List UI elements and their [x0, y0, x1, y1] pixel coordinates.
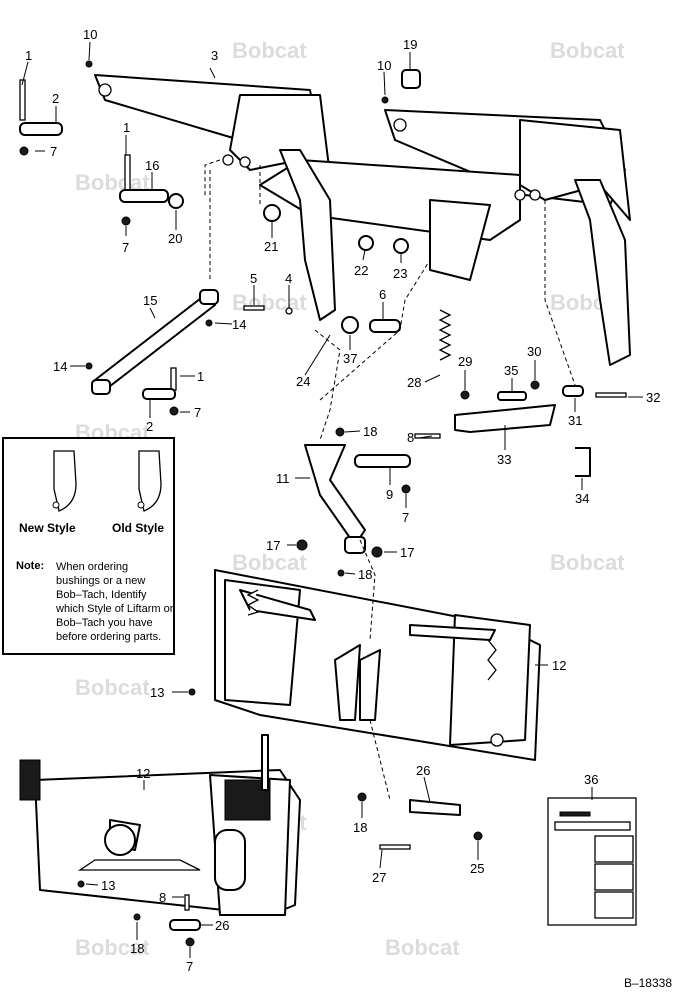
callout: 2 [146, 419, 153, 434]
callout: 19 [403, 37, 417, 52]
callout: 3 [211, 48, 218, 63]
instruction-decal [547, 797, 637, 926]
callout: 7 [122, 240, 129, 255]
callout: 4 [285, 271, 292, 286]
old-style-bushing-illustration [137, 450, 162, 512]
new-style-bushing-illustration [52, 450, 77, 512]
callout: 37 [343, 351, 357, 366]
callout: 26 [416, 763, 430, 778]
callout: 7 [194, 405, 201, 420]
callout: 15 [143, 293, 157, 308]
watermark-text: Bobcat [232, 550, 307, 575]
callout: 14 [53, 359, 67, 374]
tilt-link-assembly [296, 444, 383, 577]
pin-assembly [357, 792, 483, 850]
callout: 20 [168, 231, 182, 246]
alignment-lines [204, 159, 576, 801]
callout: 22 [354, 263, 368, 278]
callout: 12 [552, 658, 566, 673]
hardware-parts [19, 60, 627, 494]
note-title: Note: [16, 560, 45, 572]
callout: 25 [470, 861, 484, 876]
callout: 14 [232, 317, 246, 332]
callout: 34 [575, 491, 589, 506]
callout: 2 [52, 91, 59, 106]
callout: 18 [353, 820, 367, 835]
callout: 31 [568, 413, 582, 428]
callout: 8 [159, 890, 166, 905]
callout: 9 [386, 487, 393, 502]
callout-labels: 10 3 1 2 7 1 16 7 20 21 19 10 22 23 15 5… [25, 27, 660, 974]
bob-tach-detail-view [19, 734, 301, 947]
lift-arm-assembly [94, 74, 631, 366]
watermark-text: Bobcat [75, 675, 150, 700]
callout: 32 [646, 390, 660, 405]
callout: 17 [266, 538, 280, 553]
callout: 7 [50, 144, 57, 159]
callout: 13 [150, 685, 164, 700]
watermark-text: Bobcat [550, 550, 625, 575]
watermark-text: Bobcat [232, 290, 307, 315]
lift-link-assembly [85, 289, 219, 395]
note-text: When ordering bushings or a new Bob–Tach… [56, 561, 174, 643]
callout: 7 [402, 510, 409, 525]
watermark-text: Bobcat [75, 935, 150, 960]
watermark-text: Bobcat [550, 38, 625, 63]
callout: 1 [123, 120, 130, 135]
callout: 8 [407, 430, 414, 445]
leader-lines [21, 41, 643, 958]
callout: 1 [197, 369, 204, 384]
callout: 26 [215, 918, 229, 933]
callout: 30 [527, 344, 541, 359]
old-style-label: Old Style [112, 521, 165, 535]
callout: 27 [372, 870, 386, 885]
figure-id: B–18338 [623, 976, 672, 990]
callout: 5 [250, 271, 257, 286]
callout: 18 [358, 567, 372, 582]
note-box: New Style Old Style Note: When ordering … [2, 437, 175, 655]
callout: 23 [393, 266, 407, 281]
callout: 17 [400, 545, 414, 560]
callout: 10 [377, 58, 391, 73]
watermark-text: Bobcat [385, 935, 460, 960]
callout: 6 [379, 287, 386, 302]
callout: 11 [276, 471, 290, 486]
callout: 35 [504, 363, 518, 378]
new-style-label: New Style [19, 521, 76, 535]
bob-tach-assembly [188, 569, 541, 761]
callout: 28 [407, 375, 421, 390]
callout: 13 [101, 878, 115, 893]
callout: 1 [25, 48, 32, 63]
callout: 18 [130, 941, 144, 956]
callout: 10 [83, 27, 97, 42]
callout: 24 [296, 374, 310, 389]
callout: 16 [145, 158, 159, 173]
watermark-text: Bobcat [232, 38, 307, 63]
callout: 21 [264, 239, 278, 254]
callout: 18 [363, 424, 377, 439]
callout: 7 [186, 959, 193, 974]
callout: 33 [497, 452, 511, 467]
callout: 29 [458, 354, 472, 369]
callout: 36 [584, 772, 598, 787]
callout: 12 [136, 766, 150, 781]
